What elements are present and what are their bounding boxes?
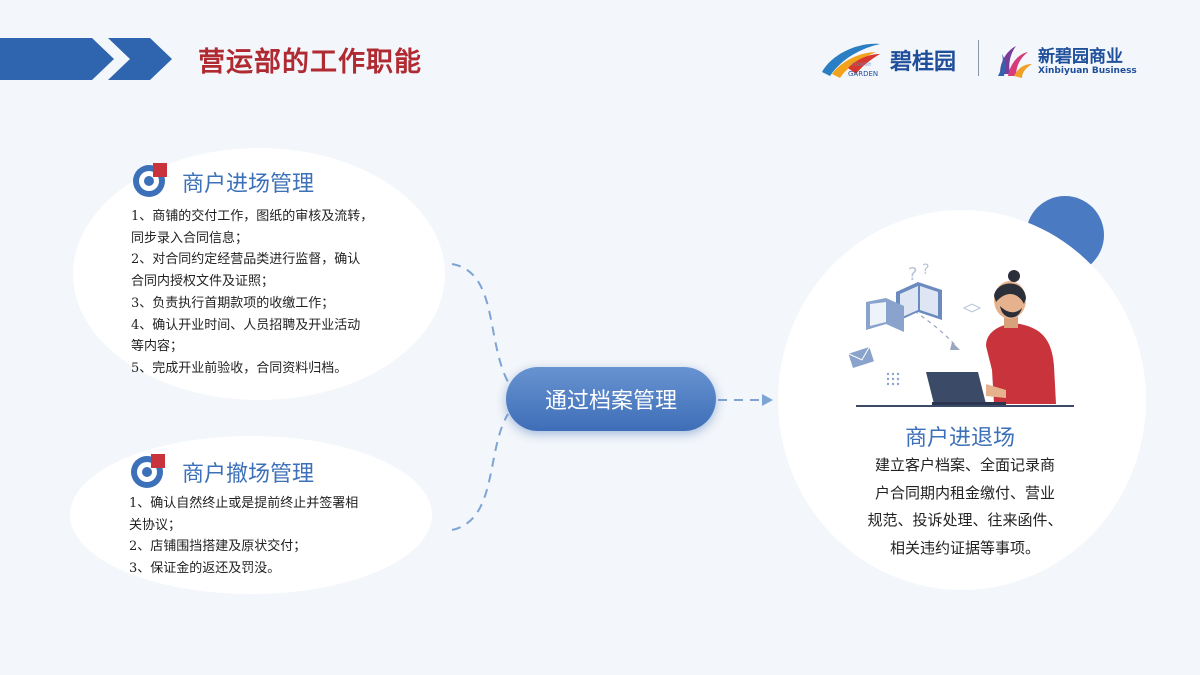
list-item: 1、确认自然终止或是提前终止并签署相: [129, 496, 359, 511]
book-icon: [896, 282, 942, 322]
list-item: 合同内授权文件及证照；: [131, 274, 275, 290]
country-garden-logo-icon: [822, 43, 880, 78]
exit-management-list: 1、确认自然终止或是提前终止并签署相 关协议； 2、店铺围挡搭建及原状交付； 3…: [129, 493, 358, 580]
pie-chart-icon: [133, 163, 167, 197]
list-item: 4、确认开业时间、人员招聘及开业活动: [131, 317, 361, 333]
logo-divider: [978, 40, 979, 76]
brand2-cn: 新碧园商业: [1038, 47, 1123, 67]
description-line: 规范、投诉处理、往来函件、: [867, 511, 1063, 529]
envelope-icon: [848, 346, 874, 369]
pie-chart-icon: [131, 454, 165, 488]
entry-management-title: 商户进场管理: [182, 172, 315, 197]
brand1-en-small: COUNTRY: [852, 62, 872, 67]
svg-text:?: ?: [922, 262, 929, 278]
list-item: 1、商铺的交付工作，图纸的审核及流转，: [131, 209, 374, 224]
entry-exit-title: 商户进退场: [904, 426, 1015, 451]
svg-text:?: ?: [908, 264, 918, 285]
list-item: 关协议；: [129, 517, 182, 533]
list-item: 5、完成开业前验收，合同资料归档。: [131, 360, 348, 376]
entry-management-list: 1、商铺的交付工作，图纸的审核及流转， 同步录入合同信息； 2、对合同约定经营品…: [131, 206, 373, 380]
list-item: 3、负责执行首期款项的收缴工作；: [131, 295, 335, 311]
brand-logos: COUNTRY GARDEN 碧桂园 新碧园商业 Xinbiyuan Busin…: [818, 36, 1138, 82]
person-figure: [986, 270, 1056, 404]
entry-exit-description: 建立客户档案、全面记录商 户合同期内租金缴付、营业 规范、投诉处理、往来函件、 …: [850, 452, 1080, 562]
xinbiyuan-logo-icon: [998, 46, 1032, 78]
list-item: 2、对合同约定经营品类进行监督，确认: [131, 252, 361, 268]
brand1-en: COUNTRY GARDEN: [848, 62, 879, 78]
brand2-en: Xinbiyuan Business: [1038, 66, 1137, 76]
page-title: 营运部的工作职能: [198, 47, 422, 78]
description-line: 户合同期内租金缴付、营业: [874, 483, 1055, 502]
list-item: 同步录入合同信息；: [131, 230, 249, 246]
laptop-icon: [926, 372, 1006, 405]
list-item: 2、店铺围挡搭建及原状交付；: [129, 539, 307, 555]
exit-management-bubble: [70, 436, 432, 594]
entry-management-bubble: [73, 148, 445, 400]
exit-management-title: 商户撤场管理: [182, 462, 315, 487]
list-item: 等内容；: [131, 339, 184, 355]
header-chevron-arrows: [0, 38, 172, 80]
description-line: 建立客户档案、全面记录商: [874, 456, 1055, 474]
archive-management-node: 通过档案管理: [506, 367, 716, 431]
brand1-cn: 碧桂园: [890, 50, 957, 75]
person-laptop-illustration: ? ?: [848, 262, 1074, 407]
list-item: 3、保证金的返还及罚没。: [129, 561, 281, 577]
description-line: 相关违约证据等事项。: [889, 538, 1040, 557]
book-icon: [866, 298, 904, 332]
